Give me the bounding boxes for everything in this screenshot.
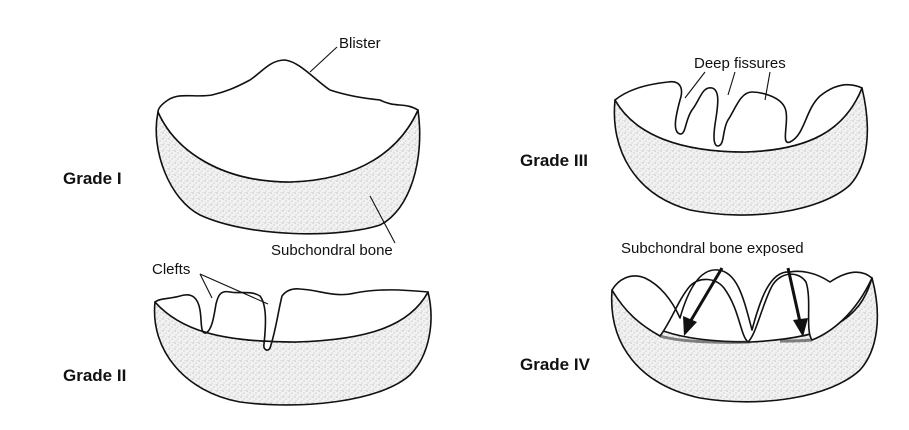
grade-1-label: Grade I <box>63 169 122 188</box>
blister-leader-line <box>310 47 337 72</box>
deep-fissures-leader-line-2 <box>728 72 735 95</box>
clefts-callout: Clefts <box>152 261 190 278</box>
subchondral-bone-exposed-callout: Subchondral bone exposed <box>621 240 804 257</box>
grade-1-specimen <box>156 47 419 243</box>
grade-4-label: Grade IV <box>520 355 591 374</box>
blister-callout: Blister <box>339 35 381 52</box>
grade-3-specimen <box>614 72 867 215</box>
subchondral-bone-callout: Subchondral bone <box>271 242 393 259</box>
clefts-leader-line-1 <box>200 274 212 298</box>
grade-3-label: Grade III <box>520 151 588 170</box>
grade-2-label: Grade II <box>63 366 126 385</box>
exposed-bone-area-2 <box>780 340 812 341</box>
exposed-bone-arrowhead-2 <box>793 318 808 337</box>
deep-fissures-callout: Deep fissures <box>694 55 786 72</box>
grade-4-specimen <box>612 268 878 402</box>
grade-2-specimen <box>155 274 431 405</box>
exposed-bone-arrowhead-1 <box>683 316 697 336</box>
